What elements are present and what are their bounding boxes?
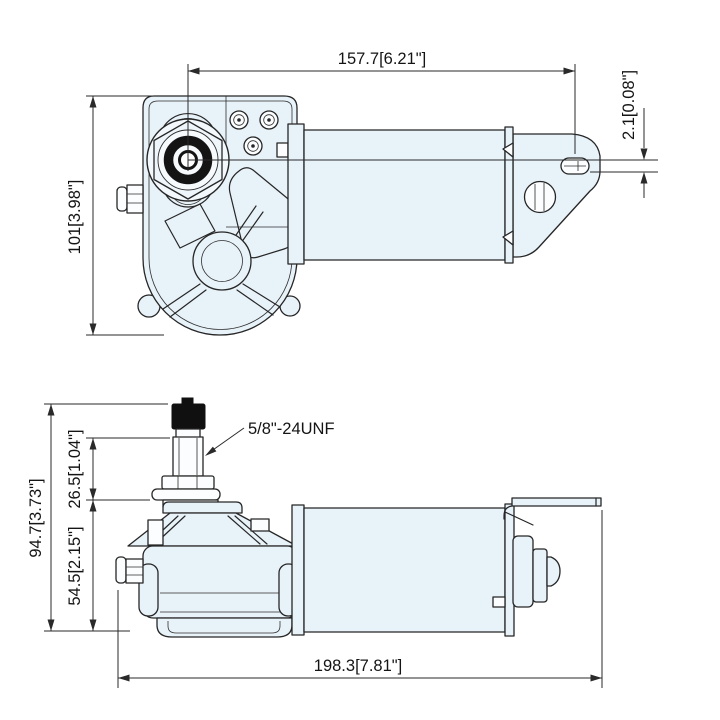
gearbox-tray-inner bbox=[167, 621, 281, 634]
lower-boss-inner bbox=[201, 240, 243, 282]
terminal-pin bbox=[243, 136, 263, 156]
cover-rib-rect bbox=[164, 203, 216, 249]
cover-dome bbox=[162, 501, 243, 514]
bracket-screw-slots bbox=[534, 183, 545, 211]
overall-height-dimension-lines bbox=[44, 403, 168, 632]
side-bolt-side-view bbox=[115, 556, 144, 584]
slot-center-marks bbox=[564, 161, 586, 171]
leader-line bbox=[209, 427, 245, 453]
gearbox-pill-left bbox=[138, 563, 159, 617]
housing-side-tab bbox=[276, 142, 289, 158]
motor-bottom-tab bbox=[492, 596, 506, 608]
threaded-shaft bbox=[172, 436, 204, 477]
dim-hole-offset-label: 2.1[0.08"] bbox=[620, 70, 638, 140]
motor-flange-band-side-view bbox=[291, 504, 305, 636]
gearbox-body-side-view bbox=[142, 545, 298, 619]
terminal-pin bbox=[229, 110, 249, 130]
bracket-bend-line bbox=[504, 511, 534, 526]
shaft-knurled-cap bbox=[171, 403, 206, 430]
dim-overall-height-label: 94.7[3.73"] bbox=[27, 478, 45, 557]
dim-body-height-label: 54.5[2.15"] bbox=[66, 526, 84, 605]
shaft-hex-nut bbox=[161, 475, 215, 490]
cover-left-lug bbox=[147, 519, 164, 546]
top-view-dimensions: 101[3.98"] 157.7[6.21"] 2.1[0.08"] bbox=[66, 50, 648, 336]
bracket-tab-lower bbox=[502, 230, 514, 246]
gearbox-bottom-tray bbox=[156, 617, 293, 638]
motor-body-top-view bbox=[303, 129, 506, 261]
dim-height-label: 101[3.98"] bbox=[66, 180, 84, 255]
thread-label: 5/8"-24UNF bbox=[248, 420, 335, 438]
side-view: 5/8"-24UNF 94.7[3.73"] 26.5[1.04"] 54.5[… bbox=[27, 397, 603, 688]
motor-endcap-top-view bbox=[504, 126, 514, 264]
width-dimension-lines bbox=[188, 64, 576, 154]
rear-bearing-boss bbox=[512, 535, 561, 608]
shaft-flange-disc bbox=[151, 488, 221, 501]
cover-right-lug bbox=[250, 518, 270, 532]
stacked-height-dimension-lines bbox=[86, 437, 170, 631]
dim-width-label: 157.7[6.21"] bbox=[338, 50, 426, 68]
leader-arrow bbox=[205, 446, 217, 456]
bracket-hook bbox=[503, 505, 513, 520]
dim-overall-length-label: 198.3[7.81"] bbox=[314, 657, 402, 675]
terminal-pin bbox=[259, 110, 279, 130]
mounting-bracket-side-view bbox=[511, 497, 602, 507]
motor-flange-band-top-view bbox=[287, 123, 305, 265]
gearbox-housing-inner-outline bbox=[148, 100, 293, 330]
hub-arc-bottom-outer bbox=[163, 190, 213, 208]
height-dimension-lines bbox=[86, 95, 164, 336]
terminal-pins bbox=[229, 110, 279, 156]
gearbox-body-bands bbox=[160, 592, 280, 613]
bracket-tab-upper bbox=[502, 142, 514, 158]
bracket-screw bbox=[523, 180, 557, 214]
side-bolt-top-view bbox=[116, 184, 144, 214]
top-view: 101[3.98"] 157.7[6.21"] 2.1[0.08"] bbox=[66, 50, 658, 336]
side-view-dimensions: 94.7[3.73"] 26.5[1.04"] 54.5[2.15"] 198.… bbox=[27, 403, 603, 688]
lower-boss-spokes bbox=[162, 205, 281, 318]
dim-shaft-height-label: 26.5[1.04"] bbox=[66, 429, 84, 508]
motor-body-side-view bbox=[303, 507, 506, 633]
thread-callout: 5/8"-24UNF bbox=[205, 420, 335, 456]
length-dimension-lines bbox=[117, 510, 603, 688]
